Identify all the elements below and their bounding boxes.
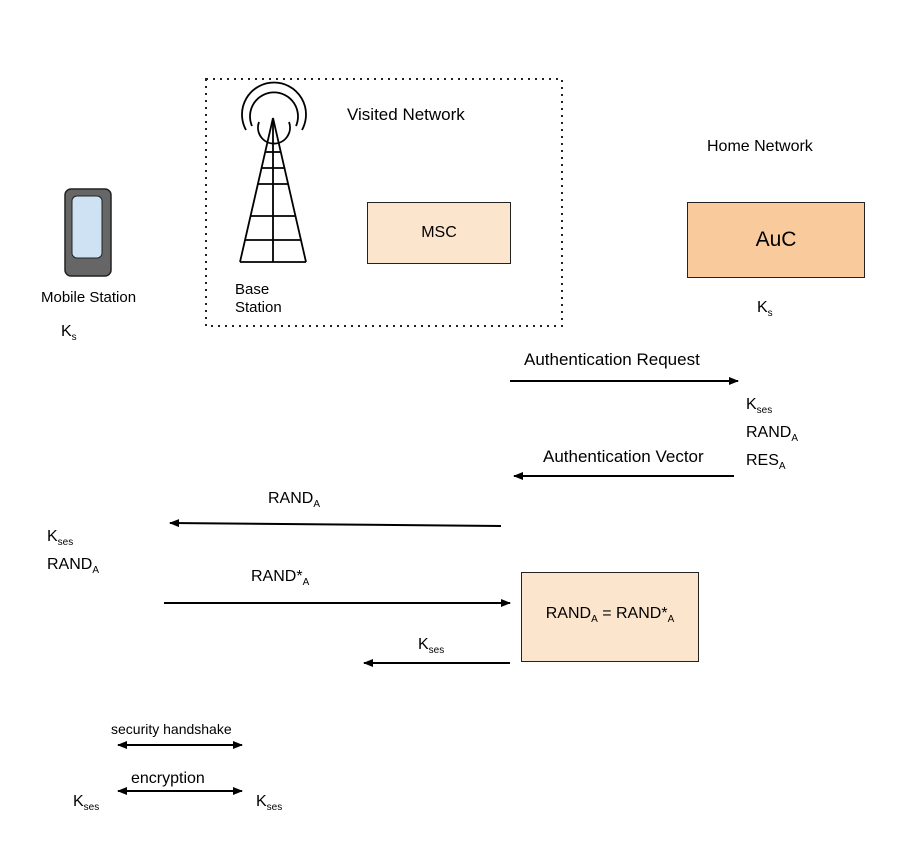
home-key: Ks — [757, 299, 773, 319]
vector-rand: RANDA — [746, 424, 799, 444]
mobile-phone-icon — [64, 188, 112, 277]
visited-network-title: Visited Network — [347, 105, 465, 124]
ms-values: Kses RANDA — [47, 526, 99, 582]
ms-rand: RANDA — [47, 556, 100, 576]
encryption-label: encryption — [131, 770, 205, 787]
auth-vector-label: Authentication Vector — [543, 447, 704, 466]
arrow-rand-a — [169, 519, 502, 528]
bottom-kses-right: Kses — [256, 793, 283, 813]
vector-list: Kses RANDA RESA — [746, 394, 798, 478]
mobile-station-label: Mobile Station — [41, 289, 137, 306]
home-network-title: Home Network — [707, 138, 813, 155]
kses-label: Kses — [418, 636, 445, 656]
mobile-key: Ks — [61, 323, 77, 343]
msc-box: MSC — [367, 202, 511, 264]
rand-a-label: RANDA — [268, 490, 321, 510]
rand-star-label: RAND*A — [251, 568, 310, 588]
ms-kses: Kses — [47, 528, 74, 548]
bottom-kses-left: Kses — [73, 793, 100, 813]
compare-label: RANDA = RAND*A — [545, 605, 675, 625]
base-station-tower-icon — [239, 81, 307, 263]
auc-box: AuC — [687, 202, 865, 278]
handshake-label: security handshake — [111, 721, 232, 737]
vector-res: RESA — [746, 452, 786, 472]
auth-request-label: Authentication Request — [524, 350, 700, 369]
msc-label: MSC — [421, 224, 457, 241]
compare-box: RANDA = RAND*A — [521, 572, 699, 662]
auc-label: AuC — [755, 228, 797, 251]
vector-kses: Kses — [746, 396, 773, 416]
